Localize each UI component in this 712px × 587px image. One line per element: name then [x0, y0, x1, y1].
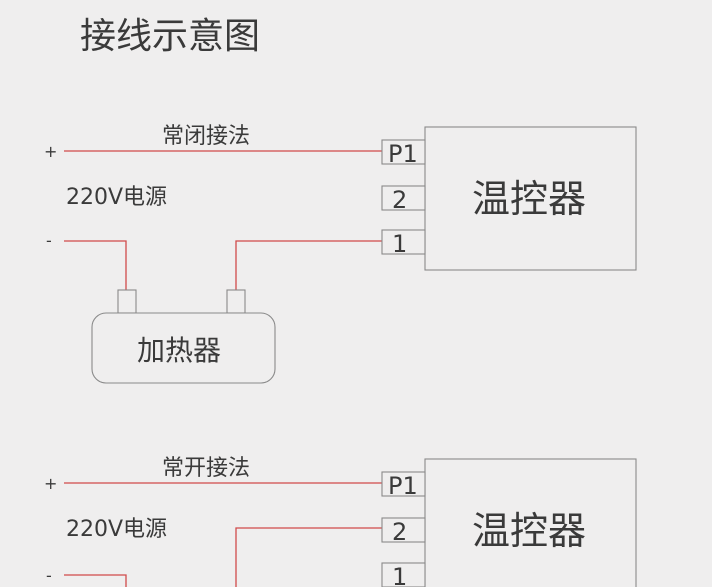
wire-heater-to-pin1: [235, 240, 382, 290]
plus-terminal-sign: +: [44, 142, 57, 161]
thermostat-label: 温控器: [472, 509, 586, 553]
pin-1-label: 1: [392, 563, 407, 587]
power-source-label: 220V电源: [66, 185, 167, 210]
wiring-mode-label: 常闭接法: [162, 124, 250, 149]
pin-p1-label: P1: [388, 472, 418, 500]
heater-terminal-right: [226, 289, 246, 314]
heater-label: 加热器: [137, 334, 221, 367]
pin-2: [381, 517, 426, 543]
power-source-label: 220V电源: [66, 517, 167, 542]
heater-box: [91, 312, 276, 384]
wiring-mode-label: 常开接法: [162, 456, 250, 481]
pin-2: [381, 185, 426, 211]
minus-terminal-sign: -: [46, 231, 52, 250]
minus-terminal-sign: -: [46, 566, 52, 585]
page-title: 接线示意图: [80, 16, 260, 57]
pin-p1-label: P1: [388, 140, 418, 168]
pin-p1: [381, 471, 426, 497]
pin-1: [381, 562, 426, 587]
pin-1-label: 1: [392, 230, 407, 258]
thermostat-box: [424, 126, 637, 271]
diagram-normally-closed: + - 常闭接法 220V电源 温控器 P1 2 1 加热器: [44, 124, 637, 384]
thermostat-label: 温控器: [472, 177, 586, 221]
thermostat-box: [424, 458, 637, 587]
heater-terminal-left: [117, 289, 137, 314]
pin-2-label: 2: [392, 186, 407, 214]
wire-minus-to-heater: [64, 240, 127, 290]
pin-2-label: 2: [392, 518, 407, 546]
diagram-normally-open: + - 常开接法 220V电源 温控器 P1 2 1: [44, 456, 637, 587]
pin-p1: [381, 139, 426, 165]
pin-1: [381, 229, 426, 255]
plus-terminal-sign: +: [44, 474, 57, 493]
wire-minus-down: [64, 574, 127, 587]
wire-pin2-down: [235, 527, 382, 587]
